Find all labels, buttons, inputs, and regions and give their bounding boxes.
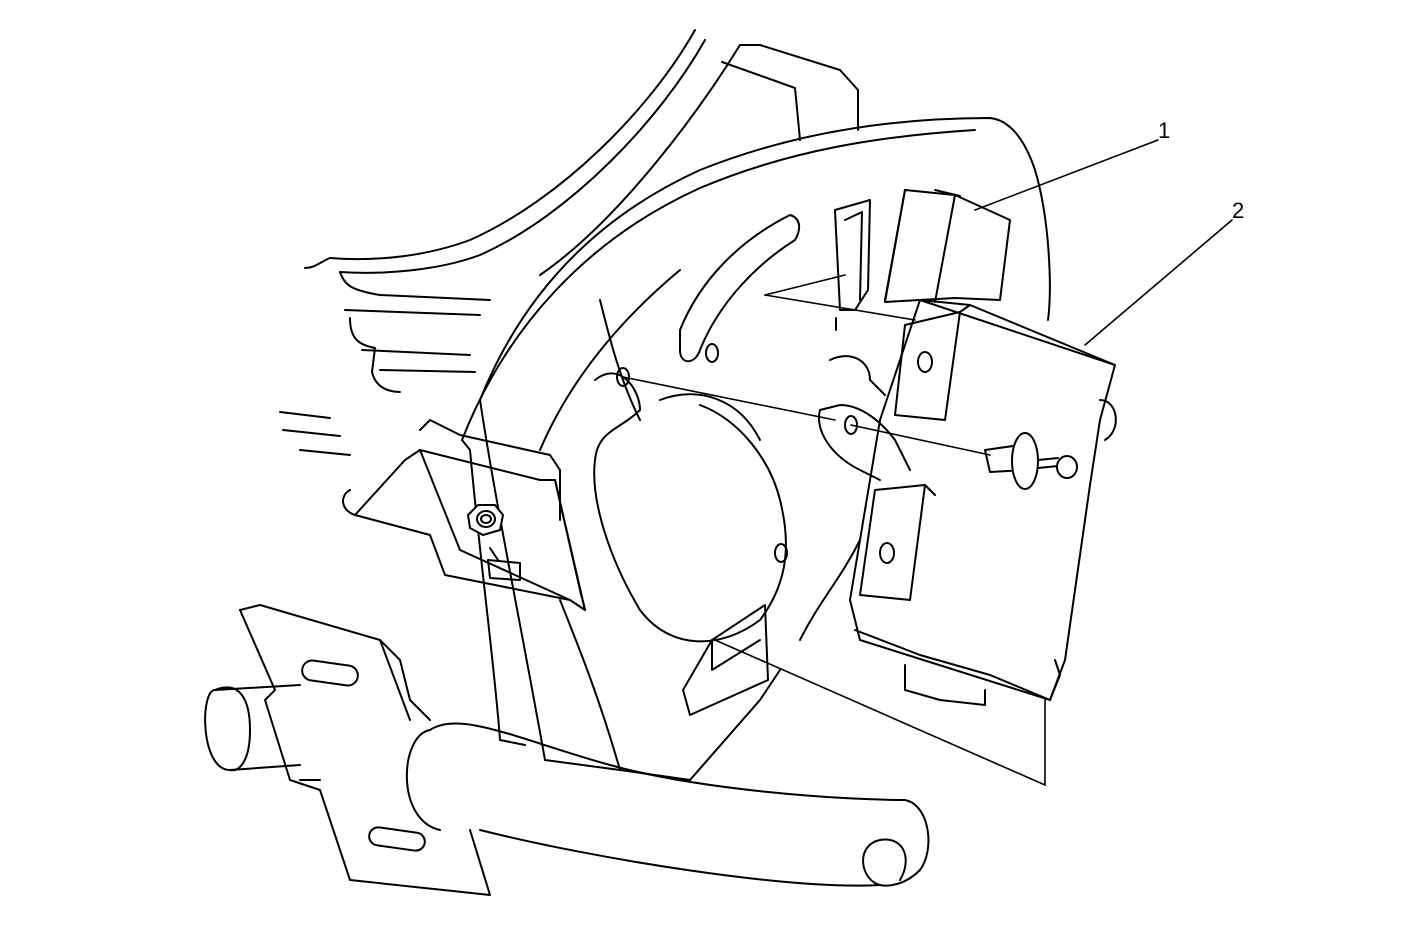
callout-label-1: 1: [1158, 118, 1170, 143]
lower-tab: [682, 604, 769, 716]
left-bracket: [342, 419, 586, 611]
pipe-bracket: [239, 604, 491, 896]
panel-holes: [616, 343, 788, 563]
pipe-assembly: [204, 684, 930, 887]
callout-leaders: [974, 139, 1233, 346]
module-1: [884, 189, 1011, 303]
body-pillar: [279, 29, 859, 456]
upper-tab: [834, 199, 871, 331]
module-2-assembly: [818, 299, 1117, 706]
nut-fastener: [467, 504, 504, 536]
alignment-lines: [622, 274, 1046, 786]
panel-slot: [679, 214, 801, 363]
callout-label-2: 2: [1232, 198, 1244, 223]
push-pin-fastener: [984, 432, 1078, 490]
